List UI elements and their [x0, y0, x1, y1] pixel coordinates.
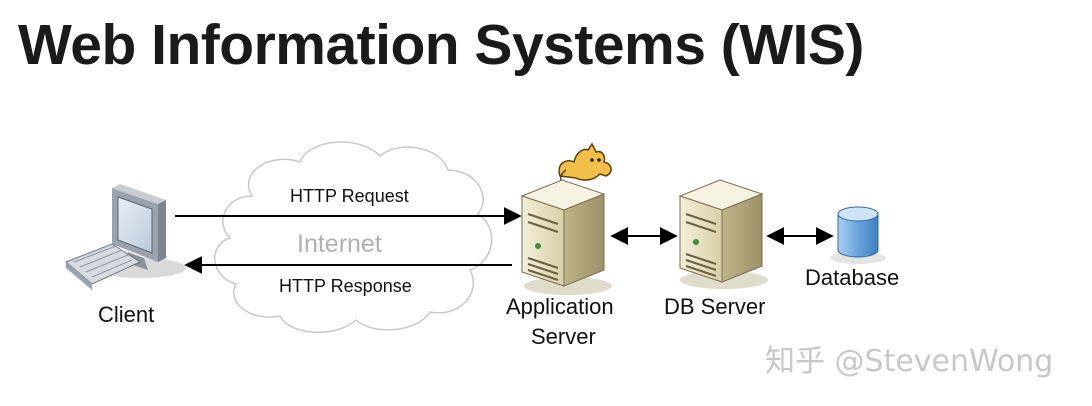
cloud-label: Internet — [297, 230, 382, 258]
watermark: 知乎 @StevenWong — [765, 344, 1054, 379]
server-tower-icon — [520, 179, 612, 295]
tomcat-cat-icon — [558, 142, 612, 184]
page-title: Web Information Systems (WIS) — [18, 13, 864, 77]
server-tower-icon — [678, 179, 768, 289]
app-server-label-line1: Application — [506, 294, 614, 319]
internet-cloud: Internet — [214, 141, 493, 333]
database-cylinder-icon — [830, 206, 886, 264]
http-response-label: HTTP Response — [279, 276, 412, 296]
database-label: Database — [805, 265, 899, 290]
db-server-label: DB Server — [664, 294, 765, 319]
client-label: Client — [98, 302, 154, 327]
desktop-computer-icon — [65, 184, 186, 290]
app-server-label-line2: Server — [531, 324, 596, 349]
http-request-label: HTTP Request — [290, 186, 409, 206]
